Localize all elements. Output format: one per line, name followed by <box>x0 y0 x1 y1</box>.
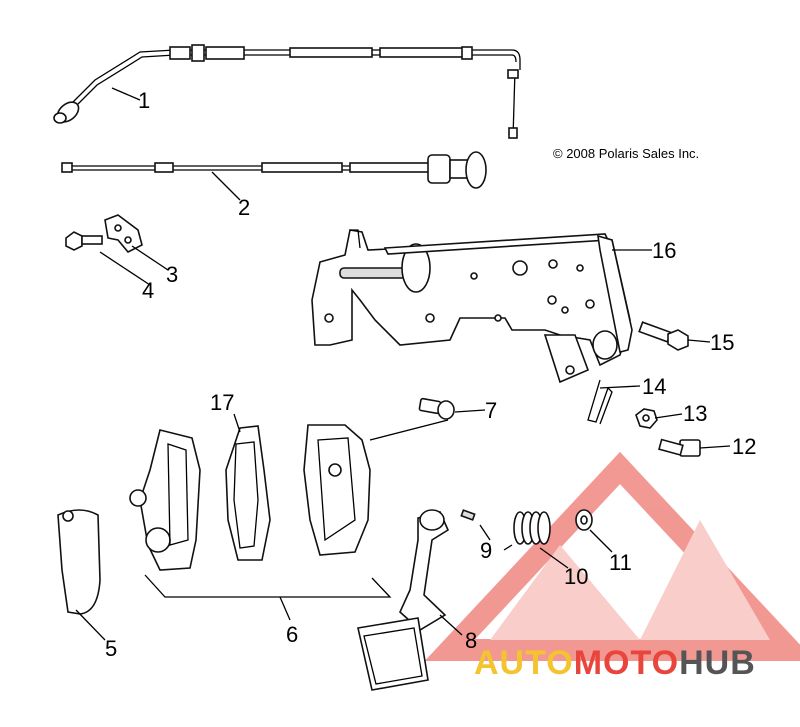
part-5-cover <box>57 509 101 615</box>
part-6-housing-left <box>129 429 201 571</box>
callout-1: 1 <box>138 88 150 113</box>
callout-6: 6 <box>286 622 298 647</box>
watermark-moto: MOTO <box>574 644 679 682</box>
part-4-bolt <box>65 231 103 251</box>
part-11-washer <box>575 509 593 531</box>
callout-11: 11 <box>609 550 632 575</box>
callout-3: 3 <box>166 262 178 287</box>
part-2-choke-cable <box>61 151 487 189</box>
callout-15: 15 <box>710 330 734 355</box>
part-14-clip <box>587 379 613 425</box>
copyright-text: © 2008 Polaris Sales Inc. <box>553 146 699 161</box>
part-13-nut <box>635 408 658 429</box>
watermark-text: AUTOMOTOHUB <box>474 644 756 682</box>
watermark-hub: HUB <box>679 644 756 682</box>
callout-17: 17 <box>210 390 234 415</box>
callout-12: 12 <box>732 434 756 459</box>
callout-9: 9 <box>480 538 492 563</box>
callout-10: 10 <box>564 564 588 589</box>
callout-13: 13 <box>683 401 707 426</box>
part-3-bracket <box>104 214 143 253</box>
part-9-pin <box>460 509 476 521</box>
callout-5: 5 <box>105 636 117 661</box>
leader-lines <box>75 87 731 641</box>
part-15-bolt <box>638 321 689 351</box>
part-12-bolt <box>658 438 701 457</box>
watermark-auto: AUTO <box>474 644 574 682</box>
part-1-throttle-cable <box>53 44 521 139</box>
part-8-pedal <box>357 509 450 691</box>
watermark-triangle-icon <box>424 451 800 661</box>
part-6-housing-right <box>303 424 371 556</box>
callout-16: 16 <box>652 238 676 263</box>
callout-8: 8 <box>465 628 477 653</box>
part-10-spring <box>503 511 551 551</box>
part-7-bolt <box>418 397 455 420</box>
callout-4: 4 <box>142 278 154 303</box>
callout-7: 7 <box>485 398 497 423</box>
callout-2: 2 <box>238 195 250 220</box>
part-17-gasket <box>225 425 271 561</box>
callout-14: 14 <box>642 374 666 399</box>
part-16-pedal-bracket <box>311 229 633 384</box>
